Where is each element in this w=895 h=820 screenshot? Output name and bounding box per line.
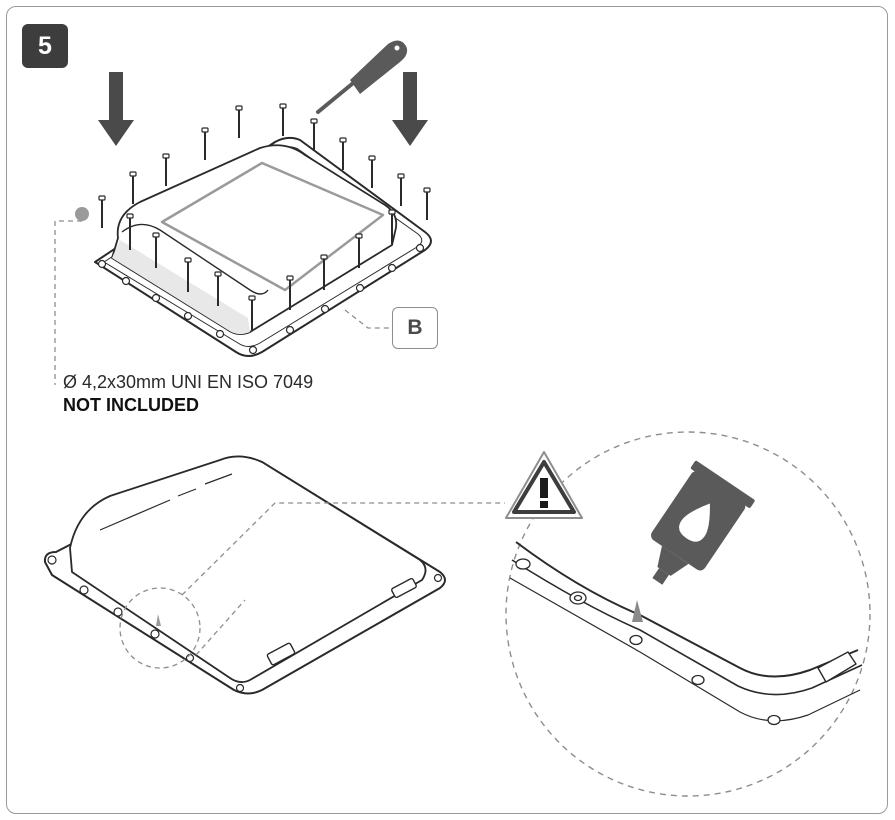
screw-icon bbox=[214, 271, 222, 306]
screw-icon bbox=[388, 209, 396, 244]
flange-holes bbox=[97, 243, 425, 355]
screw-not-included-text: NOT INCLUDED bbox=[63, 395, 199, 415]
callout-leader bbox=[344, 309, 392, 329]
screws bbox=[98, 103, 431, 330]
screw-icon bbox=[201, 127, 209, 160]
screw-icon bbox=[397, 173, 405, 206]
step-number-badge: 5 bbox=[22, 24, 68, 68]
magnified-detail-circle bbox=[505, 431, 871, 797]
magnified-detail bbox=[509, 541, 863, 726]
screw-icon bbox=[126, 213, 134, 250]
screw-spec-text: Ø 4,2x30mm UNI EN ISO 7049 bbox=[63, 372, 314, 392]
screw-icon bbox=[286, 275, 294, 310]
screw-icon bbox=[423, 187, 431, 220]
screw-leader bbox=[54, 207, 89, 385]
bottom-assembly bbox=[43, 455, 446, 695]
screw-icon bbox=[152, 232, 160, 268]
screw-icon bbox=[355, 233, 363, 268]
screw-icon bbox=[98, 195, 106, 228]
detail-marker bbox=[119, 587, 201, 669]
screw-icon bbox=[320, 254, 328, 290]
screw-icon bbox=[184, 257, 192, 292]
detail-connector-2 bbox=[195, 599, 246, 656]
screw-icon bbox=[129, 171, 137, 204]
sealant-tube-icon bbox=[651, 460, 755, 585]
top-assembly bbox=[94, 136, 432, 357]
detail-connector bbox=[181, 502, 505, 596]
screw-icon bbox=[162, 153, 170, 186]
screwdriver-icon bbox=[316, 40, 408, 114]
screw-icon bbox=[235, 105, 243, 138]
warning-triangle-icon bbox=[505, 451, 583, 519]
screw-icon bbox=[368, 155, 376, 188]
down-arrow-icon bbox=[98, 72, 134, 146]
instruction-frame bbox=[6, 6, 888, 814]
screw-icon bbox=[339, 137, 347, 170]
screw-icon bbox=[279, 103, 287, 136]
screw-icon bbox=[310, 118, 318, 151]
down-arrow-icon bbox=[392, 72, 428, 146]
callout-label-b: B bbox=[392, 307, 438, 349]
screw-icon bbox=[248, 295, 256, 330]
